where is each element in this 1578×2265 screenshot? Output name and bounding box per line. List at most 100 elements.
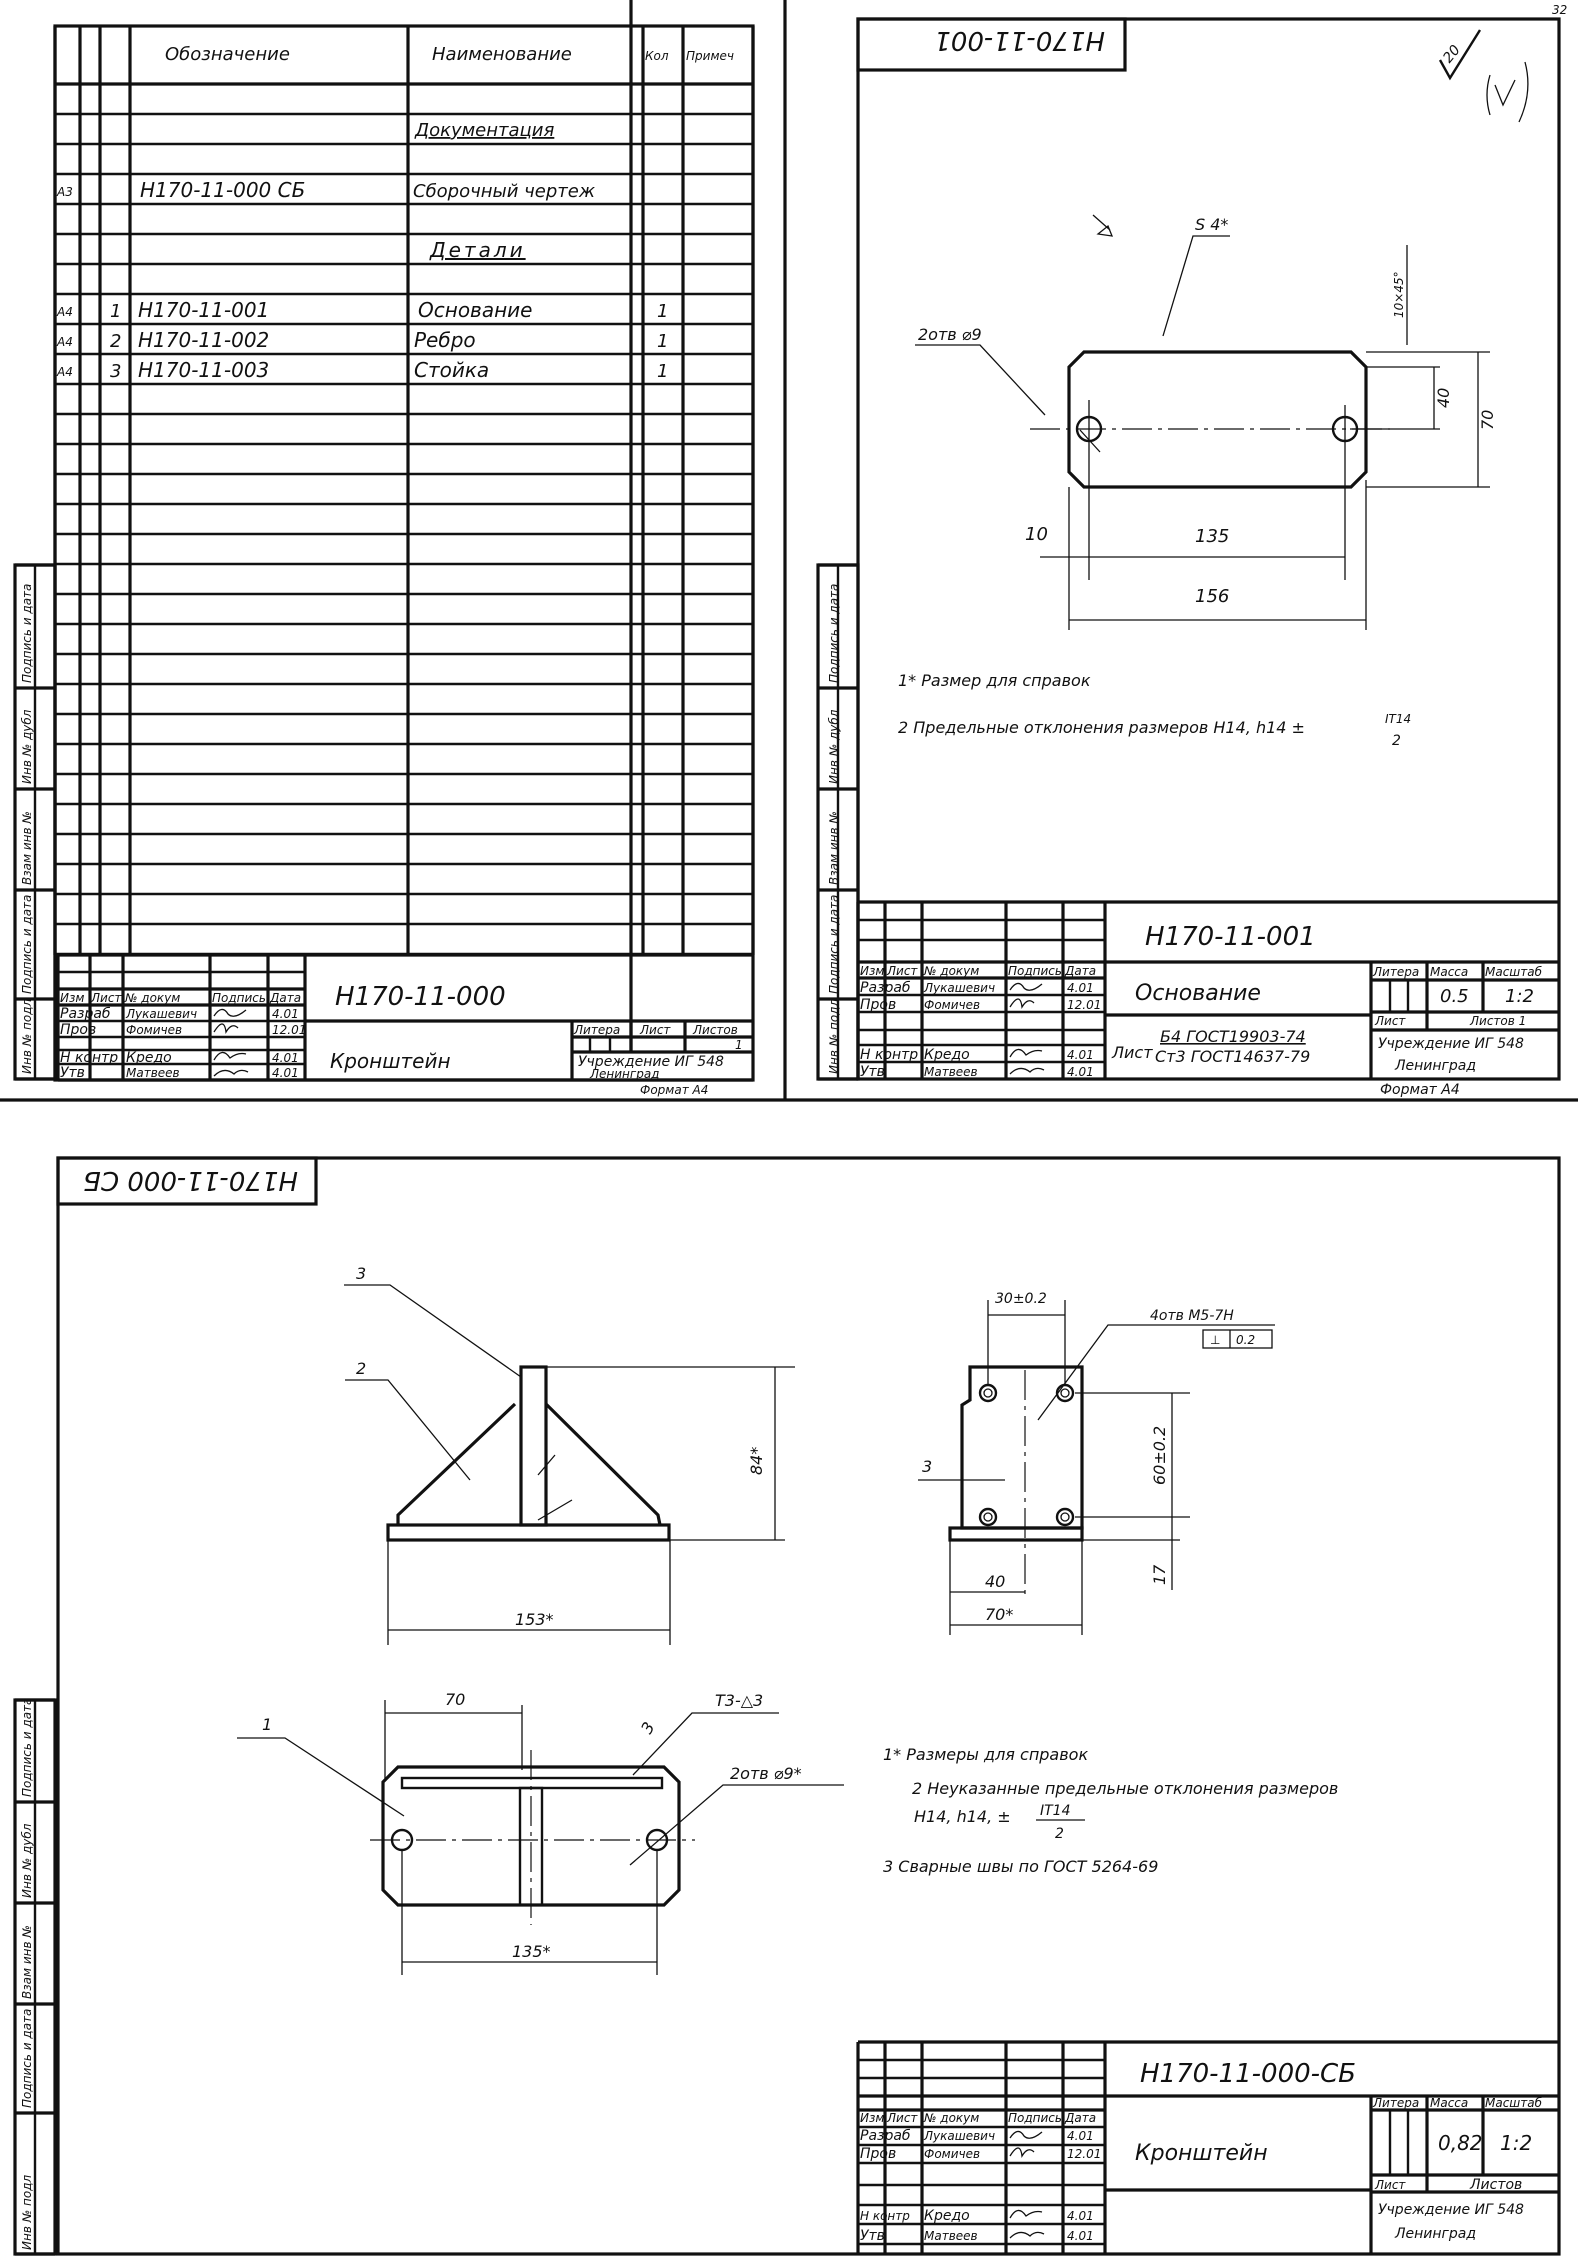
sheets-label: Листов 1 — [1469, 1014, 1526, 1028]
front-view: 153* 84* 3 2 — [344, 1264, 795, 1645]
sheet-label: Лист — [1374, 2178, 1406, 2192]
strip-label: Подпись и дата — [20, 2009, 34, 2108]
base-plate — [1067, 350, 1368, 489]
position-2-label: 2 — [356, 1359, 366, 1378]
role: Разраб — [860, 2128, 911, 2144]
grid-lines — [13, 0, 1559, 2256]
drawing-name: Кронштейн — [1135, 2141, 1268, 2166]
drawing-code: Н170-11-000 — [335, 982, 506, 1012]
format-label: Формат А4 — [640, 1083, 708, 1097]
date: 4.01 — [1067, 2129, 1094, 2143]
person: Лукашевич — [923, 981, 995, 995]
col-header: Подпись — [212, 991, 266, 1005]
row-pos: 1 — [110, 301, 121, 322]
spec-table-header: Обозначение Наименование Кол Примеч — [165, 44, 734, 65]
col-header: Изм — [860, 2111, 884, 2125]
title-block: Изм Лист № докум Подпись Дата Разраб Про… — [60, 982, 743, 1097]
row-designation: Н170-11-000 СБ — [140, 178, 305, 202]
title-block: Изм Лист № докум Подпись Дата Разраб Про… — [860, 2059, 1543, 2244]
holes-label: 2отв ⌀9* — [730, 1764, 802, 1783]
stand-top — [400, 1776, 664, 1790]
spec-row: А3 Н170-11-000 СБ Сборочный чертеж — [56, 178, 596, 202]
dim-10: 10 — [1025, 524, 1048, 545]
organization: Учреждение ИГ 548 — [1378, 2202, 1524, 2218]
side-strip: Подпись и дата Инв № дубл Взам инв № Под… — [20, 584, 34, 1074]
row-designation: Н170-11-003 — [138, 358, 269, 382]
dim-135: 135 — [1195, 526, 1229, 547]
row-format: А4 — [56, 365, 73, 379]
role: Пров — [860, 2146, 896, 2162]
literal-label: Литера — [1372, 965, 1419, 979]
side-view: 30±0.2 4отв М5-7Н ⊥ 0.2 60±0.2 17 3 40 7… — [918, 1291, 1275, 1635]
person: Матвеев — [924, 1065, 978, 1079]
dim-84: 84* — [747, 1447, 766, 1475]
col-header: № докум — [124, 991, 180, 1005]
role: Пров — [860, 997, 896, 1013]
organization: Учреждение ИГ 548 — [578, 1054, 724, 1070]
date: 12.01 — [1067, 998, 1101, 1012]
date: 4.01 — [1067, 1048, 1094, 1062]
date: 12.01 — [272, 1023, 306, 1037]
dim-3: 3 — [922, 1457, 932, 1476]
top-view: 70 135* 1 Т3-△3 3 2отв ⌀9* — [237, 1690, 844, 1975]
stamp-box — [856, 17, 1127, 72]
row-qty: 1 — [657, 361, 668, 382]
note: 3 Сварные швы по ГОСТ 5264-69 — [883, 1857, 1158, 1876]
col-header: Лист — [886, 964, 918, 978]
row-name: Сборочный чертеж — [413, 181, 596, 202]
strip-label: Подпись и дата — [20, 1698, 34, 1797]
col-header: Дата — [269, 991, 301, 1005]
role: Пров — [60, 1022, 96, 1038]
row-format: А4 — [56, 335, 73, 349]
date: 4.01 — [1067, 981, 1094, 995]
notes: 1* Размеры для справок 2 Неуказанные пре… — [883, 1745, 1338, 1876]
date: 4.01 — [1067, 2229, 1094, 2243]
position-3-label: 3 — [637, 1719, 659, 1737]
person: Кредо — [924, 2208, 970, 2224]
scale-label: Масштаб — [1485, 965, 1543, 979]
scale-label: Масштаб — [1485, 2096, 1543, 2110]
base-plate-top — [381, 1765, 681, 1907]
role: Н контр — [860, 2209, 910, 2223]
row-format: А3 — [56, 185, 73, 199]
spec-row: А4 2 Н170-11-002 Ребро 1 — [56, 328, 668, 352]
mass-label: Масса — [1430, 2096, 1468, 2110]
date: 4.01 — [272, 1051, 299, 1065]
date: 4.01 — [272, 1007, 299, 1021]
tolerance-frame — [1202, 1329, 1273, 1349]
strip-label: Взам инв № — [20, 1925, 34, 1999]
role: Разраб — [60, 1006, 111, 1022]
date: 4.01 — [1067, 1065, 1094, 1079]
note: 2 Предельные отклонения размеров H14, h1… — [898, 718, 1305, 737]
sheet-frame — [56, 1156, 1561, 2256]
person: Лукашевич — [125, 1007, 197, 1021]
col-header: Лист — [886, 2111, 918, 2125]
note-fraction-bottom: 2 — [1055, 1826, 1064, 1842]
row-designation: Н170-11-001 — [138, 298, 269, 322]
dim-60: 60±0.2 — [1150, 1426, 1169, 1485]
dim-153: 153* — [515, 1610, 554, 1629]
role: Утв — [860, 1064, 885, 1080]
dim-70: 70 — [445, 1690, 465, 1709]
date: 4.01 — [272, 1066, 299, 1080]
side-strip: Подпись и дата Инв № дубл Взам инв № Под… — [20, 1698, 34, 2250]
stamp-box — [56, 1156, 318, 1206]
dim-17: 17 — [1150, 1564, 1169, 1585]
dim-chamfer: 10×45° — [1392, 271, 1406, 318]
drawing-name: Основание — [1135, 981, 1261, 1006]
note: H14, h14, ± — [914, 1807, 1011, 1826]
spec-sheet: Обозначение Наименование Кол Примеч Доку… — [0, 0, 1578, 1102]
person: Матвеев — [924, 2229, 978, 2243]
dim-40: 40 — [1434, 388, 1453, 408]
mass-label: Масса — [1430, 965, 1468, 979]
organization: Учреждение ИГ 548 — [1378, 1036, 1524, 1052]
strip-label: Подпись и дата — [827, 584, 841, 683]
dim-40: 40 — [985, 1572, 1005, 1591]
row-name: Стойка — [414, 358, 489, 382]
spec-row: Документация — [414, 120, 554, 141]
stand — [519, 1365, 548, 1527]
dim-135: 135* — [512, 1942, 551, 1961]
col-header: № докум — [923, 964, 979, 978]
note: 2 Неуказанные предельные отклонения разм… — [912, 1779, 1338, 1798]
col-header: № докум — [923, 2111, 979, 2125]
